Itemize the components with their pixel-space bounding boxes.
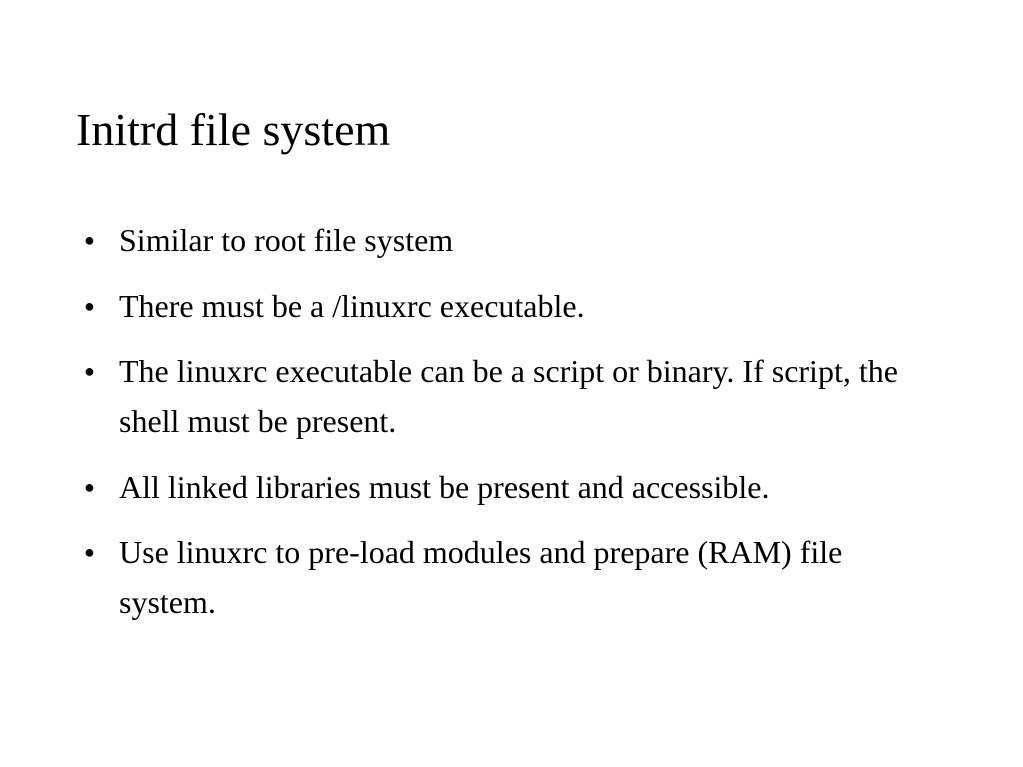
bullet-item: ● Similar to root file system <box>84 215 944 265</box>
bullet-list: ● Similar to root file system ● There mu… <box>84 215 944 643</box>
bullet-text: Use linuxrc to pre-load modules and prep… <box>119 534 843 620</box>
bullet-dot-icon: ● <box>84 295 95 316</box>
slide-title: Initrd file system <box>76 104 391 155</box>
bullet-dot-icon: ● <box>84 542 95 562</box>
bullet-dot-icon: ● <box>84 230 95 250</box>
bullet-item: ● The linuxrc executable can be a script… <box>84 346 944 446</box>
bullet-dot-icon: ● <box>84 476 95 497</box>
bullet-item: ● All linked libraries must be present a… <box>84 462 944 512</box>
bullet-text: There must be a /linuxrc executable. <box>119 287 585 324</box>
bullet-item: ● Use linuxrc to pre-load modules and pr… <box>84 527 944 627</box>
bullet-item: ● There must be a /linuxrc executable. <box>84 281 944 331</box>
bullet-dot-icon: ● <box>84 361 95 381</box>
bullet-text: Similar to root file system <box>119 222 454 258</box>
bullet-text: All linked libraries must be present and… <box>119 468 770 505</box>
bullet-text: The linuxrc executable can be a script o… <box>119 353 898 439</box>
